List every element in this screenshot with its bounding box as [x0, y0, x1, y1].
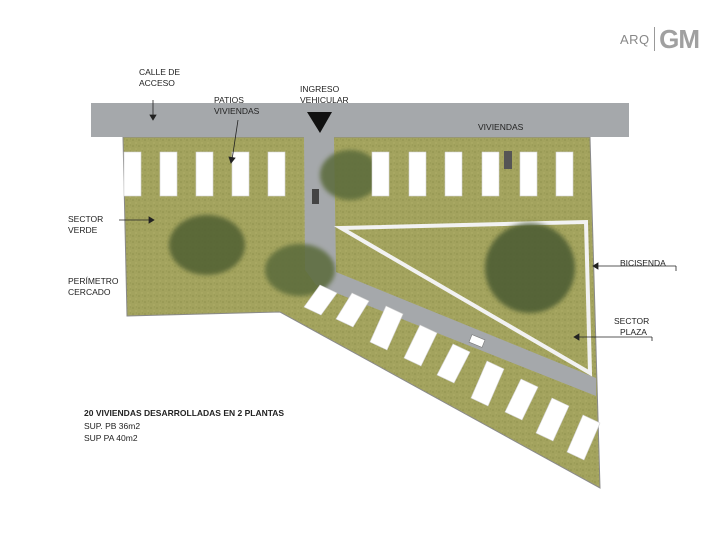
summary-title: 20 VIVIENDAS DESARROLLADAS EN 2 PLANTAS [84, 408, 285, 418]
label-bicisenda: BICISENDA [620, 258, 666, 268]
pointer-lines [119, 100, 677, 341]
brand-logo: ARQ GM [620, 23, 700, 54]
car [312, 189, 319, 204]
label-line: PLAZA [620, 327, 647, 337]
label-patios-viviendas: PATIOS VIVIENDAS [214, 95, 259, 117]
project-summary: 20 VIVIENDAS DESARROLLADAS EN 2 PLANTAS … [84, 407, 284, 445]
brand-divider [653, 27, 656, 51]
label-line: INGRESO [300, 84, 340, 94]
label-line: PERÍMETRO [68, 276, 119, 286]
summary-line-pb: SUP. PB 36m2 [84, 420, 141, 431]
summary-line-pa: SUP PA 40m2 [84, 433, 138, 443]
label-sector-verde: SECTOR VERDE [68, 214, 103, 236]
label-line: ACCESO [139, 78, 175, 88]
label-line: CERCADO [68, 287, 111, 297]
label-perimetro-cercado: PERÍMETRO CERCADO [68, 276, 119, 298]
label-line: CALLE DE [139, 67, 181, 77]
label-line: VIVIENDAS [214, 106, 260, 116]
access-street [91, 103, 629, 137]
label-line: SECTOR [68, 214, 104, 224]
diagonal-houses [303, 284, 601, 461]
car [468, 334, 486, 348]
trees [169, 150, 575, 313]
car [504, 151, 512, 169]
label-ingreso-vehicular: INGRESO VEHICULAR [300, 84, 349, 106]
label-line: VEHICULAR [300, 95, 349, 105]
label-calle-acceso: CALLE DE ACCESO [139, 67, 180, 89]
label-line: SECTOR [614, 316, 650, 326]
label-line: PATIOS [214, 95, 244, 105]
label-sector-plaza: SECTOR PLAZA [614, 316, 649, 338]
plaza-area [333, 219, 593, 377]
label-viviendas: VIVIENDAS [478, 122, 524, 132]
top-houses [123, 151, 574, 197]
brand-small-text: ARQ [620, 31, 650, 47]
brand-large-text: GM [659, 23, 700, 54]
ingreso-marker-icon [307, 112, 332, 133]
label-line: VERDE [68, 225, 98, 235]
